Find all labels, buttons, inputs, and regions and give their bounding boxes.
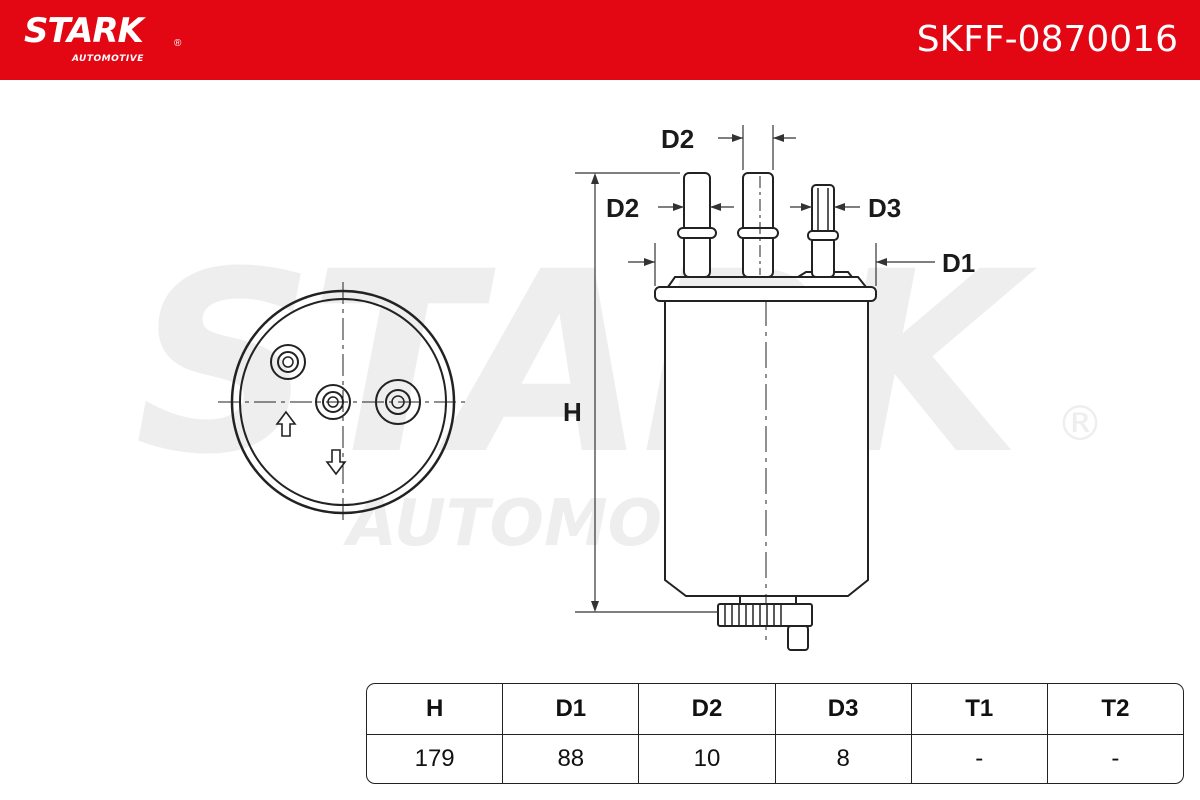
port-a (270, 344, 306, 380)
spec-header-d1: D1 (503, 684, 640, 735)
filter-lid (667, 276, 867, 288)
part-number: SKFF-0870016 (916, 19, 1178, 60)
spec-value-t1: - (912, 735, 1048, 783)
spec-header-d3: D3 (775, 684, 912, 735)
header-bar: STARK ® AUTOMOTIVE SKFF-0870016 (0, 0, 1200, 80)
side-view (654, 172, 877, 651)
label-d1: D1 (942, 248, 975, 278)
spec-value-h: 179 (367, 735, 504, 783)
spec-table-header-row: H D1 D2 D3 T1 T2 (367, 684, 1183, 735)
spec-value-d1: 88 (503, 735, 640, 783)
stark-logo: STARK ® AUTOMOTIVE (24, 11, 181, 64)
port-tube-center (737, 172, 779, 278)
top-view (218, 282, 465, 525)
port-tube-right (807, 184, 839, 278)
port-right (375, 379, 421, 425)
spec-value-d2: 10 (639, 735, 776, 783)
spec-table-value-row: 179 88 10 8 - - (367, 735, 1183, 783)
label-d3: D3 (868, 193, 901, 223)
spec-value-d3: 8 (776, 735, 912, 783)
spec-header-t2: T2 (1047, 684, 1183, 735)
logo-subtitle: AUTOMOTIVE (72, 54, 144, 64)
logo-brand: STARK (24, 11, 144, 51)
filter-lid-rim (654, 286, 877, 302)
label-h: H (563, 397, 582, 427)
spec-header-h: H (367, 684, 504, 735)
drain-fitting (717, 596, 813, 651)
port-tube-left (677, 172, 717, 278)
port-center (315, 384, 351, 420)
arrow-down-icon (325, 449, 347, 476)
dimension-lines (575, 125, 935, 613)
watermark-registered-mark: ® (1056, 396, 1104, 452)
watermark-main: STARK (135, 218, 1038, 509)
spec-table: H D1 D2 D3 T1 T2 179 88 10 8 - - (366, 683, 1184, 784)
spec-header-t1: T1 (911, 684, 1048, 735)
label-d2-side: D2 (606, 193, 639, 223)
logo-registered-mark: ® (174, 38, 182, 49)
spec-value-t2: - (1111, 745, 1120, 772)
label-d2-top: D2 (661, 124, 694, 154)
arrow-up-icon (275, 410, 297, 437)
spec-header-d2: D2 (639, 684, 776, 735)
